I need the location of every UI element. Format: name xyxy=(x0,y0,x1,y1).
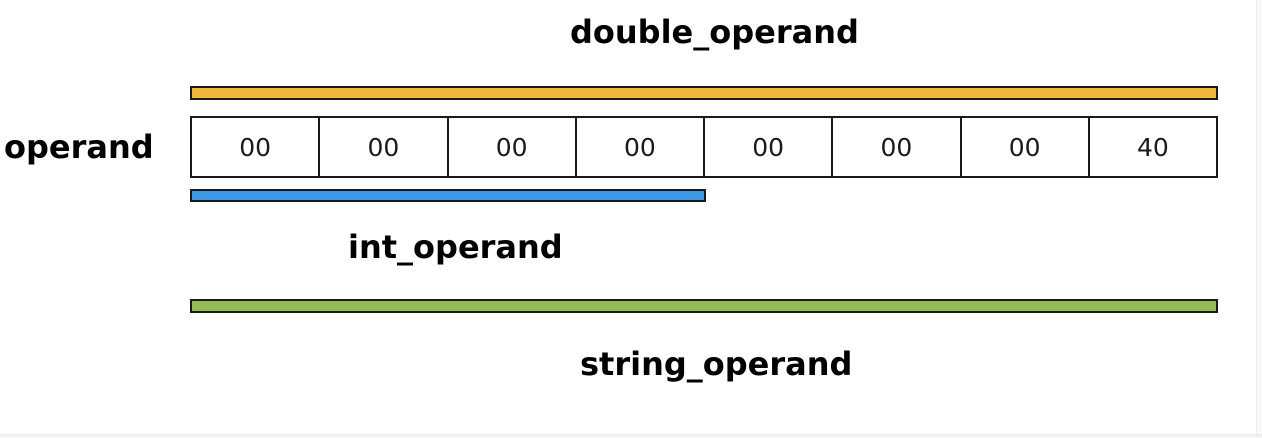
int-operand-bar xyxy=(190,189,706,202)
double-operand-bar xyxy=(190,86,1218,100)
byte-cell-2: 00 xyxy=(449,118,577,176)
double-operand-label: double_operand xyxy=(570,13,859,51)
byte-cell-5: 00 xyxy=(833,118,962,176)
int-operand-label: int_operand xyxy=(348,228,563,266)
byte-cell-1: 00 xyxy=(320,118,449,176)
string-operand-label: string_operand xyxy=(580,345,853,383)
bottom-edge-divider xyxy=(0,434,1262,438)
byte-cell-7: 40 xyxy=(1136,132,1169,162)
byte-cell-4: 00 xyxy=(705,118,834,176)
right-edge-divider xyxy=(1256,0,1262,438)
byte-cell-6: 00 xyxy=(962,118,1090,176)
byte-cell-0: 00 xyxy=(192,118,321,176)
operand-byte-row: 00 00 00 00 00 00 00 40 xyxy=(190,116,1218,178)
byte-cell-3: 00 xyxy=(577,118,705,176)
string-operand-bar xyxy=(190,299,1218,313)
operand-label: operand xyxy=(4,128,154,166)
